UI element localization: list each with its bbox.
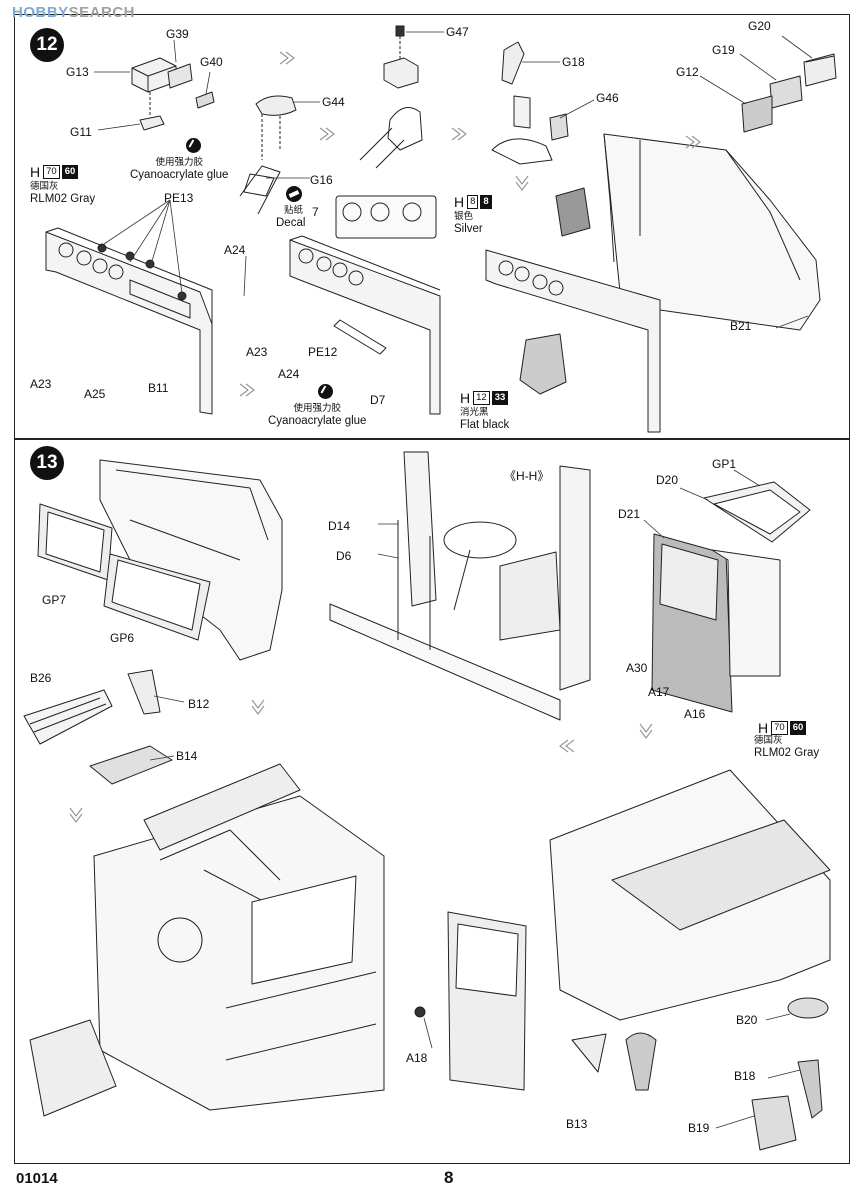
part-label-pe13: PE13 <box>164 191 194 205</box>
paint-name-silver: 银色 Silver <box>454 211 483 235</box>
part-label-g20: G20 <box>748 19 771 33</box>
column-g47 <box>360 26 422 168</box>
watermark: HOBBYSEARCH <box>12 4 136 21</box>
paint-code-flat-black: H 12 33 <box>460 390 509 406</box>
part-label-a24-1: A24 <box>224 243 246 257</box>
part-label-a17: A17 <box>648 685 670 699</box>
part-label-gp6: GP6 <box>110 631 135 645</box>
paint-name-gray: 德国灰 RLM02 Gray <box>754 735 820 759</box>
dashboard-middle <box>290 196 440 414</box>
part-label-b20: B20 <box>736 1013 758 1027</box>
part-label-g46: G46 <box>596 91 619 105</box>
part-label-b21: B21 <box>730 319 752 333</box>
paint-name-flat-black: 消光黑 Flat black <box>460 407 510 431</box>
product-code: 01014 <box>16 1170 58 1187</box>
part-label-b19: B19 <box>688 1121 710 1135</box>
glue-icon <box>318 384 333 399</box>
decal-note: 贴纸 Decal <box>276 205 306 229</box>
cab-assembled-left <box>94 764 384 1110</box>
bracket-g13-assembly <box>132 58 214 130</box>
interior-hh <box>330 452 590 720</box>
part-label-a30: A30 <box>626 661 648 675</box>
part-label-a25: A25 <box>84 387 106 401</box>
part-label-g12: G12 <box>676 65 699 79</box>
cab-windscreen-frame <box>100 460 282 660</box>
part-label-g47: G47 <box>446 25 469 39</box>
page-frame <box>14 14 850 1164</box>
part-label-g40: G40 <box>200 55 223 69</box>
decal-number: 7 <box>312 205 319 219</box>
part-label-b14: B14 <box>176 749 198 763</box>
part-label-a23-2: A23 <box>30 377 52 391</box>
glue-icon <box>186 138 201 153</box>
part-label-d7: D7 <box>370 393 386 407</box>
part-label-gp1: GP1 <box>712 457 737 471</box>
part-label-g19: G19 <box>712 43 735 57</box>
part-label-a23-1: A23 <box>246 345 268 359</box>
paint-code-silver: H 8 8 <box>454 194 492 210</box>
part-label-b11: B11 <box>148 381 169 395</box>
step-divider <box>14 438 850 440</box>
glue-note-2: 使用强力胶 Cyanoacrylate glue <box>268 403 367 427</box>
floor-plate <box>30 1020 116 1116</box>
part-label-d20: D20 <box>656 473 679 487</box>
part-label-hh: 《H-H》 <box>504 469 550 483</box>
part-label-pe12: PE12 <box>308 345 338 359</box>
seat-bracket-g44 <box>240 96 296 214</box>
step-13-badge: 13 <box>30 446 64 480</box>
paint-code-gray: H 70 60 <box>30 164 79 180</box>
cab-assembled-right <box>415 770 830 1150</box>
decal-icon <box>286 186 302 202</box>
part-label-d14: D14 <box>328 519 351 533</box>
page-number: 8 <box>444 1168 454 1187</box>
part-label-d21: D21 <box>618 507 641 521</box>
part-label-a24-2: A24 <box>278 367 300 381</box>
part-label-gp7: GP7 <box>42 593 67 607</box>
part-label-g39: G39 <box>166 27 189 41</box>
lights-g12-g19-g20 <box>742 54 836 132</box>
part-label-g11: G11 <box>70 125 92 139</box>
part-label-g44: G44 <box>322 95 345 109</box>
part-label-a16: A16 <box>684 707 706 721</box>
part-label-b26: B26 <box>30 671 52 685</box>
pedals-g18-g46 <box>492 42 568 164</box>
paint-code-gray: H 70 60 <box>758 720 807 736</box>
door-parts <box>652 482 810 712</box>
part-label-b13: B13 <box>566 1117 588 1131</box>
dashboard-b11 <box>46 228 212 414</box>
part-label-g16: G16 <box>310 173 333 187</box>
step-12-badge: 12 <box>30 28 64 62</box>
part-label-b18: B18 <box>734 1069 756 1083</box>
floor-parts-b26-b12-b14 <box>24 670 172 784</box>
cab-b21 <box>486 134 820 432</box>
glue-note-1: 使用强力胶 Cyanoacrylate glue <box>130 157 229 181</box>
paint-name-gray: 德国灰 RLM02 Gray <box>30 181 96 205</box>
part-label-b12: B12 <box>188 697 210 711</box>
part-label-g13: G13 <box>66 65 89 79</box>
part-label-d6: D6 <box>336 549 352 563</box>
part-label-g18: G18 <box>562 55 585 69</box>
windows-gp6-gp7 <box>38 504 210 640</box>
part-label-a18: A18 <box>406 1051 428 1065</box>
